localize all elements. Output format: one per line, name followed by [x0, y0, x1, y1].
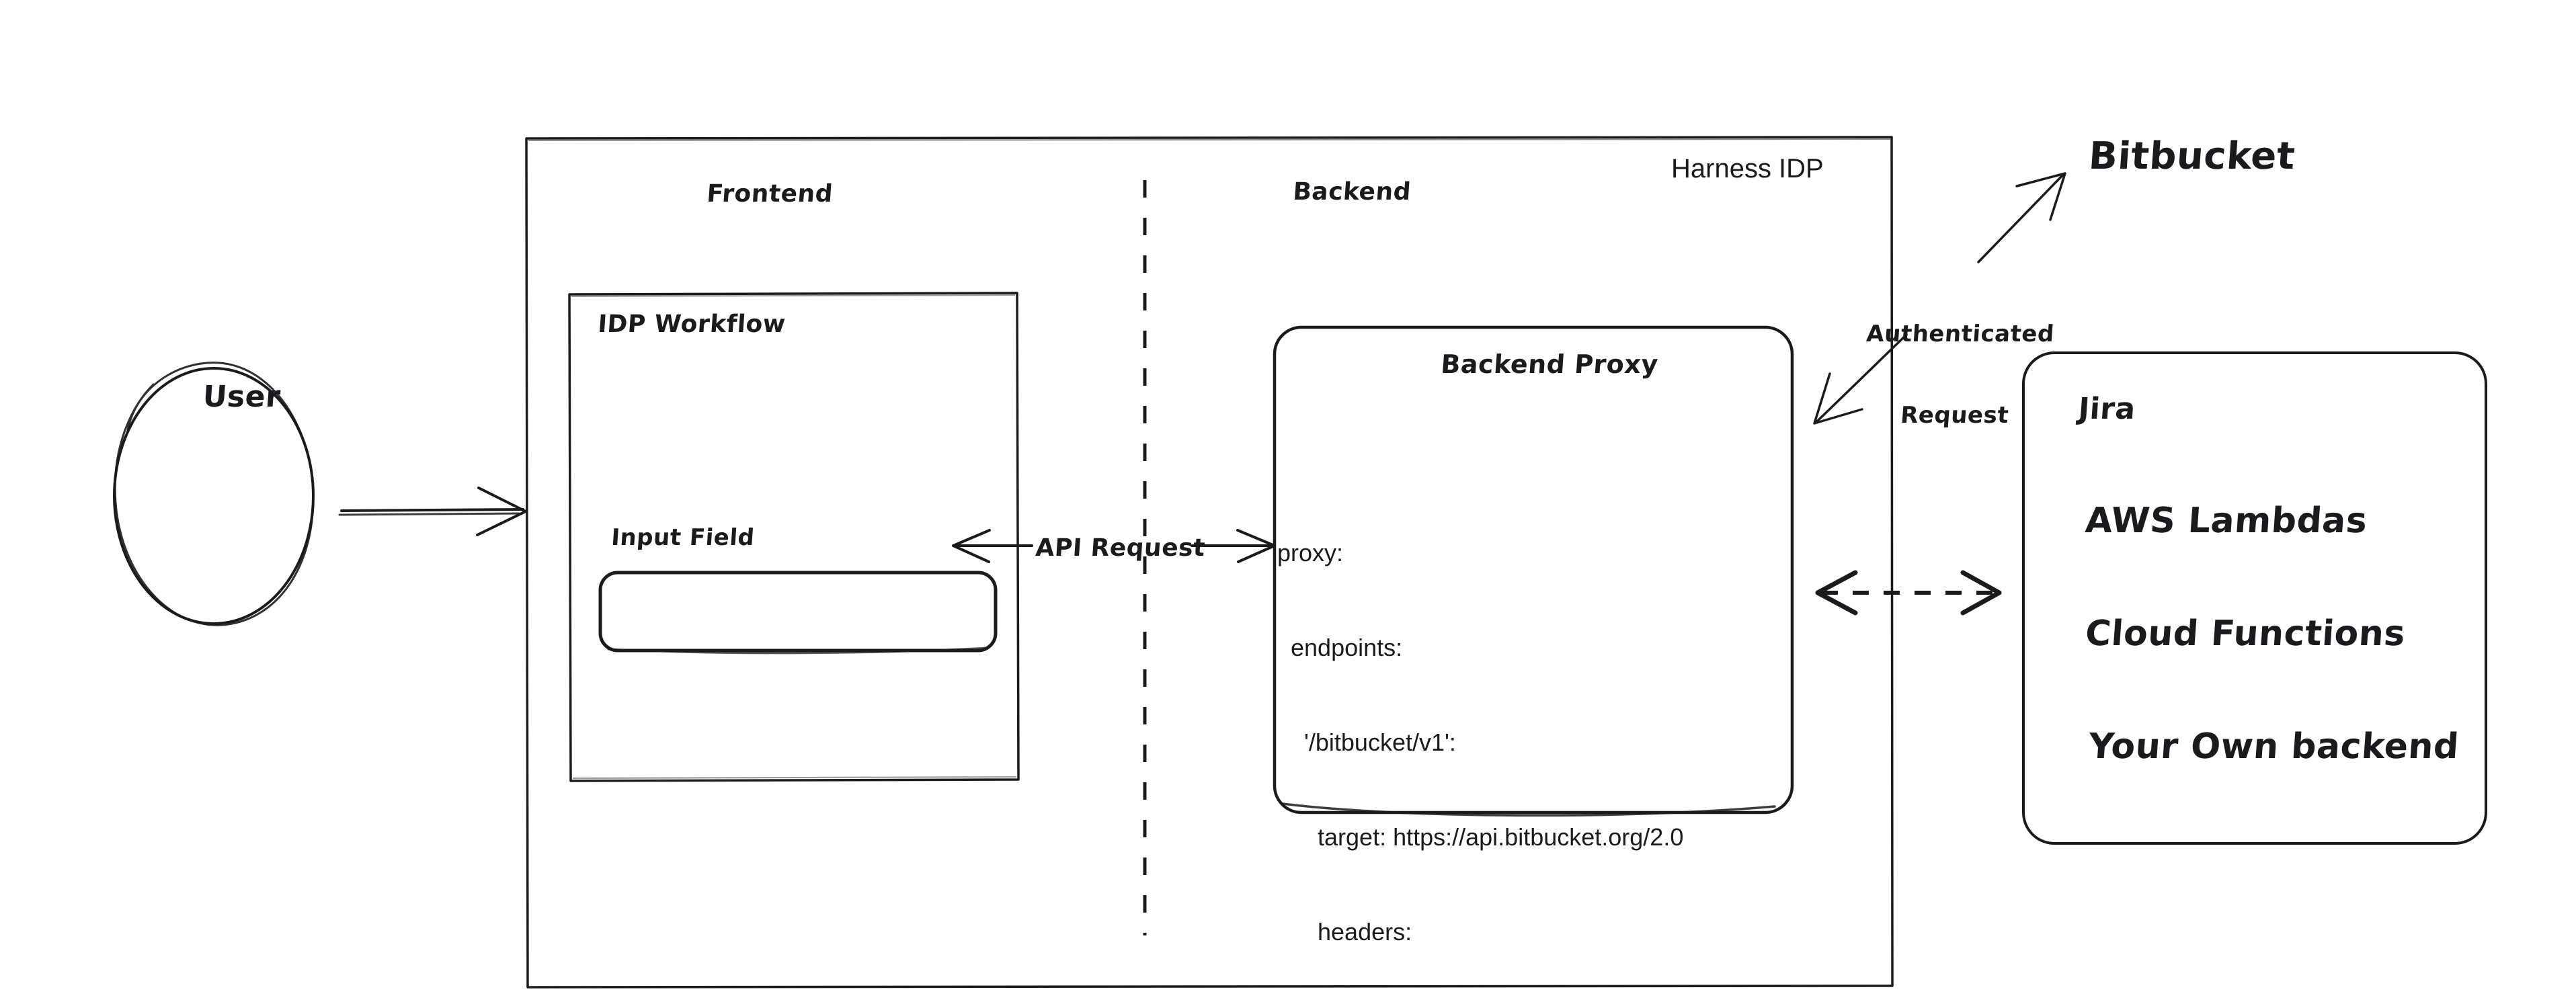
- proxy-config-code-block: proxy: endpoints: '/bitbucket/v1': targe…: [1277, 474, 1716, 1004]
- harness-idp-container-shape: [525, 136, 1894, 989]
- arrow-api-request: [952, 529, 1276, 563]
- target-item-cloud-functions: Cloud Functions: [2084, 614, 2407, 654]
- target-item-jira: Jira: [2077, 392, 2137, 426]
- arrow-authenticated-request-out: [1977, 172, 2066, 263]
- target-item-your-own-backend: Your Own backend: [2087, 726, 2460, 767]
- idp-workflow-box-shape: [568, 292, 1020, 782]
- api-request-edge-label: API Request: [1035, 534, 1207, 562]
- harness-idp-container-label: Harness IDP: [1671, 154, 1824, 183]
- code-line: target: https://api.bitbucket.org/2.0: [1277, 823, 1684, 851]
- targets-box-shape: [2022, 351, 2487, 845]
- code-line: '/bitbucket/v1':: [1277, 728, 1456, 756]
- bitbucket-node-label: Bitbucket: [2087, 134, 2297, 178]
- input-field-label: Input Field: [610, 524, 756, 551]
- arrow-user-to-idp: [338, 487, 527, 536]
- code-line: endpoints:: [1277, 634, 1403, 661]
- authenticated-request-edge-label: Authenticated Request: [1856, 267, 2059, 483]
- code-line: headers:: [1277, 918, 1412, 946]
- backend-section-label: Backend: [1292, 178, 1412, 206]
- authenticated-request-line-1: Authenticated: [1865, 321, 2056, 348]
- backend-proxy-box-shape: [1273, 325, 1794, 817]
- target-item-aws-lambdas: AWS Lambdas: [2084, 501, 2369, 541]
- user-node-label: User: [202, 380, 282, 414]
- arrow-proxy-to-targets: [1815, 570, 2002, 616]
- arrow-authenticated-request-in: [1813, 333, 1908, 425]
- frontend-section-label: Frontend: [706, 180, 834, 208]
- input-field-box-shape[interactable]: [598, 571, 998, 655]
- code-line: proxy:: [1277, 539, 1344, 567]
- idp-workflow-box-label: IDP Workflow: [597, 310, 787, 338]
- backend-proxy-box-label: Backend Proxy: [1440, 349, 1660, 379]
- authenticated-request-line-2: Request: [1899, 401, 2010, 429]
- user-node-shape: [113, 362, 315, 626]
